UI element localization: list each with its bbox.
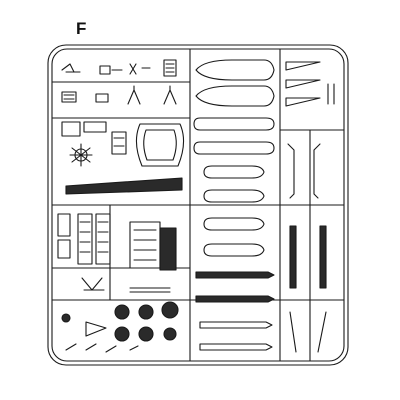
canopy-part (135, 123, 185, 167)
wheel-parts (114, 301, 179, 342)
sprue-label: F (76, 19, 87, 38)
fuselage-spar (65, 177, 183, 195)
fuel-tank-column (193, 59, 275, 257)
sprue-frame (47, 44, 349, 366)
missile-column (195, 271, 275, 351)
canopy-part-inner (143, 129, 177, 161)
suspension-parts (61, 121, 127, 167)
small-parts-top (61, 59, 177, 77)
bottom-left-parts (61, 277, 171, 353)
small-parts-row2 (61, 85, 177, 105)
engine-block (129, 221, 177, 271)
lower-left-parts (57, 213, 111, 265)
landing-gear-column (285, 61, 335, 353)
